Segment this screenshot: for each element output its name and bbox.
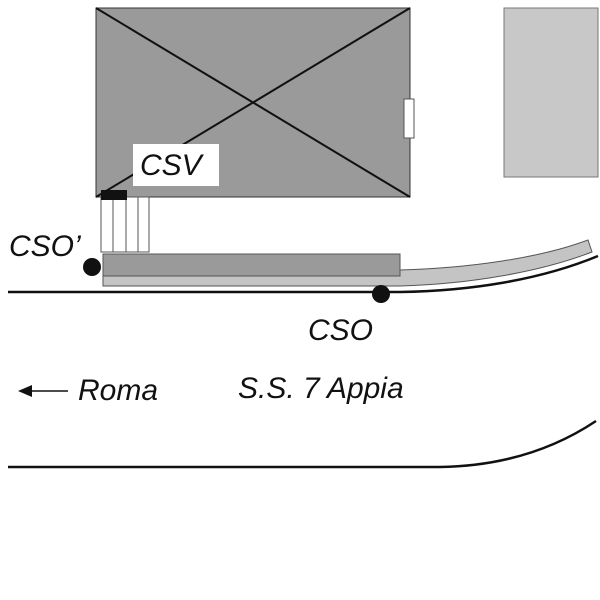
platform (102, 253, 401, 277)
cso-label: CSO (308, 314, 373, 347)
stairs (100, 196, 150, 253)
arrow-head-icon (18, 385, 32, 397)
csv-sensor (101, 190, 127, 200)
road-edge-top (8, 254, 599, 294)
cso-point (372, 285, 390, 303)
cso-prime-point (83, 258, 101, 276)
road-edge-bottom (8, 419, 597, 469)
cso-prime-label: CSO’ (9, 230, 82, 263)
direction-label: Roma (78, 374, 158, 407)
building-annex (403, 98, 415, 139)
csv-label-box (133, 144, 219, 186)
csv-label: CSV (140, 149, 205, 182)
right-building (503, 7, 599, 178)
sidewalk (102, 239, 593, 287)
road-label: S.S. 7 Appia (238, 372, 404, 405)
